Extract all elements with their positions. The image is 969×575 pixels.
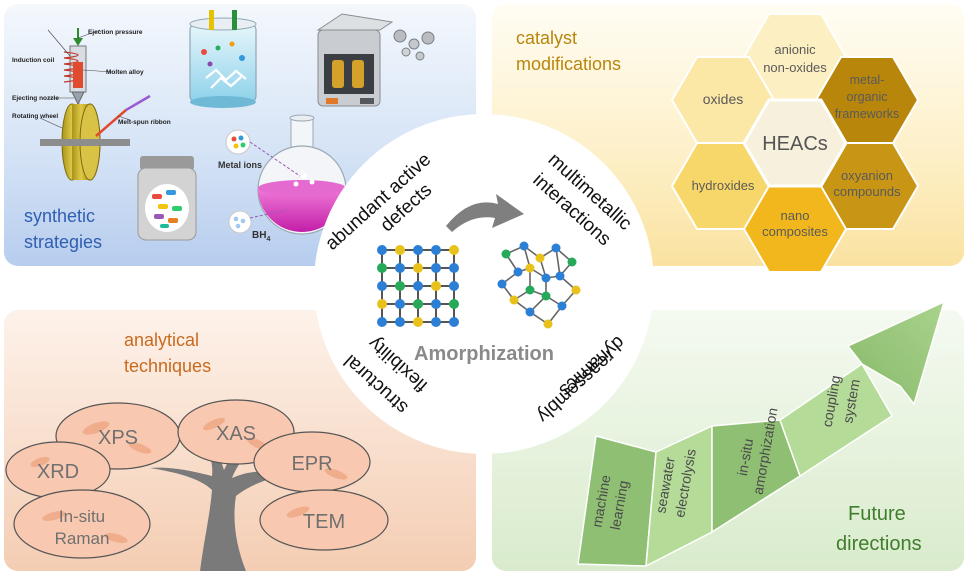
hex-label-nano-1: nano (781, 208, 810, 223)
metal-ions-bubble (225, 129, 301, 177)
curved-arrow-icon (446, 194, 524, 232)
hex-label-anionic-2: non-oxides (763, 60, 827, 75)
catalyst-modifications-title-line1: catalyst (516, 28, 577, 48)
catalyst-modifications-title-line2: modifications (516, 54, 621, 74)
hex-label-heacs: HEACs (762, 133, 828, 155)
arrow-head (846, 300, 946, 406)
future-directions-title-line2: directions (836, 533, 922, 555)
beaker-illustration (189, 10, 257, 108)
hex-label-anionic-1: anionic (774, 42, 816, 57)
zigzag-arrow (577, 300, 946, 568)
hub-circle (314, 114, 654, 454)
leaf-label-tem: TEM (303, 511, 345, 533)
leaf-tem (259, 489, 389, 551)
leaf-epr (253, 431, 371, 493)
label-metal-ions: Metal ions (218, 160, 262, 170)
ordered-lattice-icon (377, 245, 459, 327)
reagent-jar-illustration (137, 156, 197, 241)
flask-illustration (257, 114, 347, 235)
ball-mill-illustration (316, 13, 435, 107)
leaf-label-in-situ: In-situ (59, 507, 105, 526)
leaf-in-situ-raman (13, 489, 151, 559)
hex-label-oxides: oxides (703, 91, 743, 107)
melt-spinning-illustration (39, 28, 151, 181)
hex-label-oxyanion-2: compounds (833, 184, 901, 199)
hub-title-amorphization: Amorphization (414, 343, 554, 365)
label-rotating-wheel: Rotating wheel (12, 113, 58, 120)
leaf-label-xps: XPS (98, 427, 138, 449)
hex-label-hydroxides: hydroxides (692, 178, 755, 193)
step-label-coupling-2: system (839, 378, 862, 424)
label-molten-alloy: Molten alloy (106, 69, 144, 76)
hex-label-mof-2: organic (847, 90, 888, 104)
label-melt-spun-ribbon: Melt-spun ribbon (118, 119, 171, 126)
hex-label-oxyanion-1: oxyanion (841, 168, 893, 183)
hex-label-mof-3: frameworks (835, 107, 900, 121)
leaf-label-raman: Raman (55, 529, 110, 548)
label-bh4: BH4 (252, 230, 270, 243)
arrow-step-coupling-system (779, 362, 894, 478)
catalyst-modifications-panel: catalyst modifications anionic non-oxide… (492, 4, 964, 273)
synthetic-strategies-panel: Ejection pressure Induction coil Molten … (4, 4, 476, 266)
step-label-insitu-1: in-situ (734, 437, 756, 477)
leaf-label-xas: XAS (216, 423, 256, 445)
analytical-techniques-panel: analytical techniques (4, 310, 476, 571)
label-ejection-pressure: Ejection pressure (88, 29, 143, 36)
analytical-techniques-title-line2: techniques (124, 356, 211, 376)
future-directions-title-line1: Future (848, 503, 906, 525)
hex-heacs-center (742, 98, 848, 188)
leaf-label-epr: EPR (291, 453, 332, 475)
amorphization-hub: Amorphization abundant active defects mu… (314, 114, 654, 454)
hex-label-mof-1: metal- (850, 73, 885, 87)
synthetic-strategies-title-line1: synthetic (24, 206, 95, 226)
leaf-label-xrd: XRD (37, 461, 79, 483)
hexagon-cluster (670, 13, 920, 273)
synthetic-strategies-title-line2: strategies (24, 232, 102, 252)
analytical-techniques-title-line1: analytical (124, 330, 199, 350)
bh4-bubble (228, 209, 287, 234)
label-induction-coil: Induction coil (12, 57, 54, 64)
tree-illustration (150, 432, 290, 571)
hex-label-nano-2: composites (762, 224, 828, 239)
label-ejecting-nozzle: Ejecting nozzle (12, 95, 59, 102)
amorphous-network-icon (497, 241, 581, 329)
